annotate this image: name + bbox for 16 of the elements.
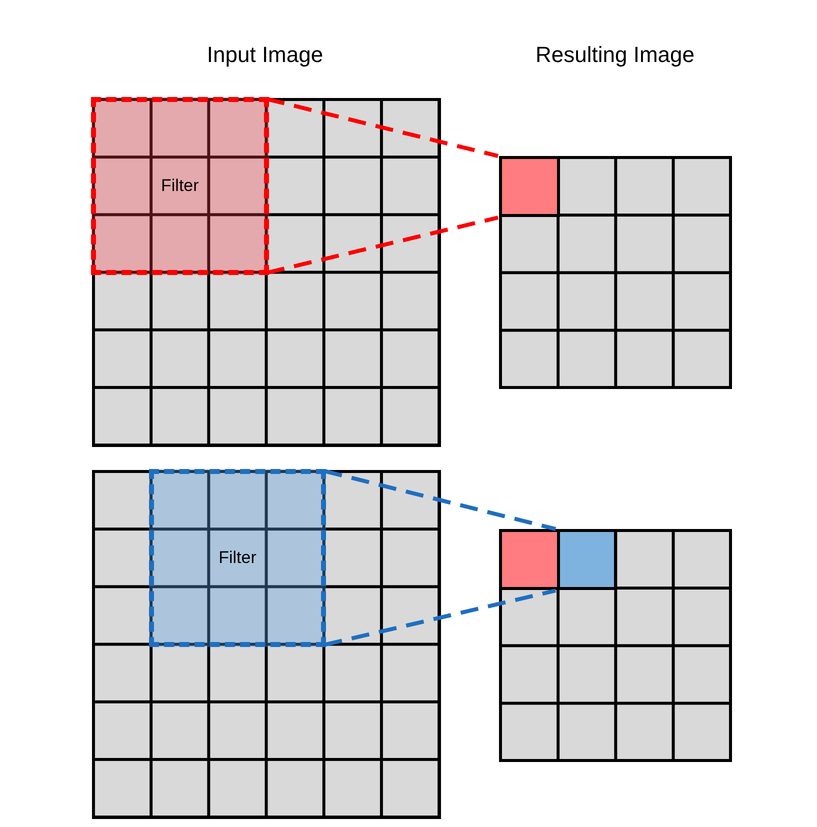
filter-window [91,97,269,275]
projection-line [266,97,498,158]
filter-label: Filter [218,548,256,568]
output-pixel [499,156,560,217]
filter-label: Filter [161,176,199,196]
panel-title: Resulting Image [536,42,694,68]
projection-line [266,216,498,275]
pixel-grid [92,470,441,819]
pixel-grid [499,156,732,390]
filter-window [148,469,326,647]
pixel-grid [499,529,732,762]
projection-line [324,588,556,647]
panel-title: Input Image [206,42,324,68]
output-pixel [499,529,560,590]
pixel-grid [92,98,441,447]
projection-line [324,469,556,531]
